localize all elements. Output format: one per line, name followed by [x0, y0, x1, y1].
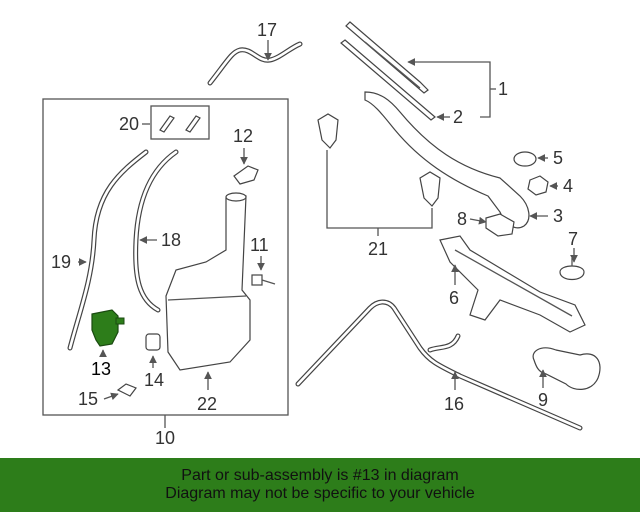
- reservoir-group-box: [42, 98, 289, 416]
- part-1-2-wiper-blades: [340, 21, 496, 121]
- part-19-hose: [67, 149, 149, 351]
- part-12-cap: [233, 148, 259, 185]
- part-5-cap: [513, 151, 548, 167]
- part-20-clamps: [142, 105, 210, 140]
- callout-17: 17: [257, 20, 277, 40]
- callout-15: 15: [78, 389, 98, 409]
- part-9-motor: [532, 347, 601, 390]
- callout-18: 18: [161, 230, 181, 250]
- callout-1: 1: [498, 79, 508, 99]
- part-4-nut: [527, 175, 558, 196]
- callout-7: 7: [568, 229, 578, 249]
- callout-9: 9: [538, 390, 548, 410]
- callout-6: 6: [449, 288, 459, 308]
- part-21-nozzles: [317, 113, 441, 236]
- parts-diagram: 1 2 3 4 5 6 7 8 9 10 11 12 13 14 15 16 1…: [42, 20, 601, 448]
- part-15-bolt: [103, 383, 137, 401]
- callout-21: 21: [368, 239, 388, 259]
- part-17-hose: [207, 40, 303, 86]
- callout-2: 2: [453, 107, 463, 127]
- callout-20: 20: [119, 114, 139, 134]
- part-22-reservoir: [165, 192, 251, 390]
- banner-line-1: Part or sub-assembly is #13 in diagram: [181, 467, 459, 484]
- callout-10: 10: [155, 428, 175, 448]
- part-18-hose: [133, 149, 179, 313]
- part-16-hose: [295, 299, 583, 431]
- part-13-washer-pump[interactable]: [91, 309, 125, 358]
- callout-16: 16: [444, 394, 464, 414]
- part-8-bracket: [469, 213, 515, 237]
- callout-4: 4: [563, 176, 573, 196]
- callout-11: 11: [250, 235, 269, 255]
- callout-22: 22: [197, 394, 217, 414]
- part-11-bolt: [251, 256, 276, 286]
- callout-12: 12: [233, 126, 253, 146]
- callout-14: 14: [144, 370, 164, 390]
- part-7-grommet: [559, 248, 585, 281]
- callout-3: 3: [553, 206, 563, 226]
- banner-line-2: Diagram may not be specific to your vehi…: [165, 485, 475, 502]
- part-14-grommet: [145, 333, 161, 368]
- part-3-wiper-arm: [364, 91, 548, 229]
- info-banner: Part or sub-assembly is #13 in diagram D…: [0, 458, 640, 512]
- callout-13: 13: [91, 359, 111, 379]
- callout-19: 19: [51, 252, 71, 272]
- callout-8: 8: [457, 209, 467, 229]
- callout-5: 5: [553, 148, 563, 168]
- washer-pump-shape: [91, 309, 119, 347]
- part-6-linkage: [439, 235, 586, 333]
